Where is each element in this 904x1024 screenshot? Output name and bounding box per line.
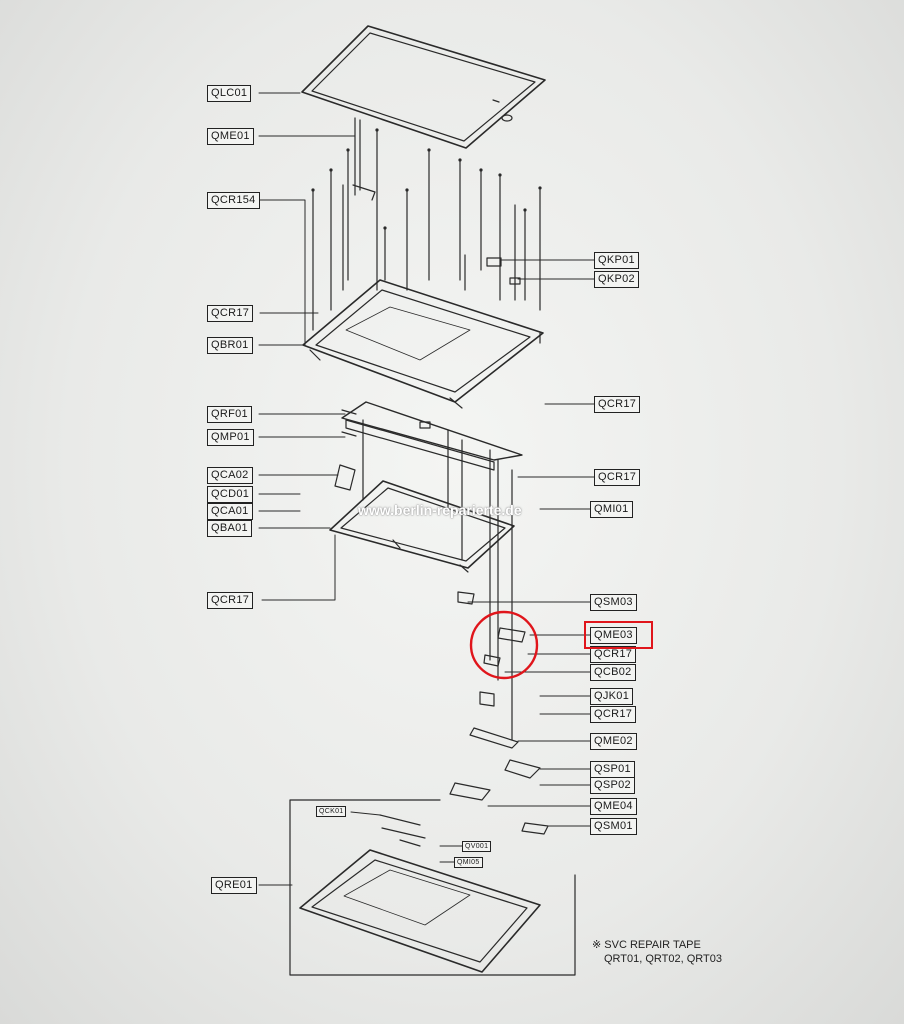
label-QCR17-b: QCR17 <box>207 592 254 609</box>
label-QCR17-f: QCR17 <box>590 706 637 723</box>
label-QME04: QME04 <box>590 798 637 815</box>
label-QBA01: QBA01 <box>207 520 252 537</box>
label-QSP02: QSP02 <box>590 777 635 794</box>
leader-lines <box>258 92 597 886</box>
label-QCD01: QCD01 <box>207 486 254 503</box>
label-QCK01: QCK01 <box>316 806 347 817</box>
label-QCA01: QCA01 <box>207 503 253 520</box>
label-QCA02: QCA02 <box>207 467 253 484</box>
battery-part <box>329 480 515 573</box>
label-QSP01: QSP01 <box>590 761 635 778</box>
repair-tape-note: ※ SVC REPAIR TAPE QRT01, QRT02, QRT03 <box>592 938 722 966</box>
highlight-circle <box>469 610 539 680</box>
label-QMI05: QMI05 <box>454 857 483 868</box>
label-QCR154: QCR154 <box>207 192 260 209</box>
label-QSM03: QSM03 <box>590 594 637 611</box>
label-QLC01: QLC01 <box>207 85 252 102</box>
label-QCB02: QCB02 <box>590 664 636 681</box>
watermark-text: www.berlin-reparierte.de <box>358 502 522 518</box>
lcd-panel-part <box>301 25 546 149</box>
main-board-part <box>341 401 523 471</box>
highlight-box-QME03 <box>584 621 653 649</box>
label-QME02: QME02 <box>590 733 637 750</box>
label-QMI01: QMI01 <box>590 501 633 518</box>
label-QCR17-c: QCR17 <box>594 396 641 413</box>
bracket-frame-part <box>302 257 544 409</box>
label-QCR17-d: QCR17 <box>594 469 641 486</box>
label-QV001: QV001 <box>462 841 492 852</box>
label-QKP01: QKP01 <box>594 252 639 269</box>
label-QCR17-a: QCR17 <box>207 305 254 322</box>
label-QSM01: QSM01 <box>590 818 637 835</box>
note-line-1: ※ SVC REPAIR TAPE <box>592 939 701 951</box>
rear-housing-part <box>289 799 576 976</box>
label-QJK01: QJK01 <box>590 688 634 705</box>
label-QME01: QME01 <box>207 128 254 145</box>
label-QMP01: QMP01 <box>207 429 254 446</box>
label-QME03: QME03 <box>590 627 637 644</box>
label-QRE01: QRE01 <box>211 877 257 894</box>
label-QRF01: QRF01 <box>207 406 252 423</box>
label-QBR01: QBR01 <box>207 337 253 354</box>
label-QCR17-e: QCR17 <box>590 646 637 663</box>
label-QKP02: QKP02 <box>594 271 639 288</box>
note-line-2: QRT01, QRT02, QRT03 <box>604 953 722 965</box>
